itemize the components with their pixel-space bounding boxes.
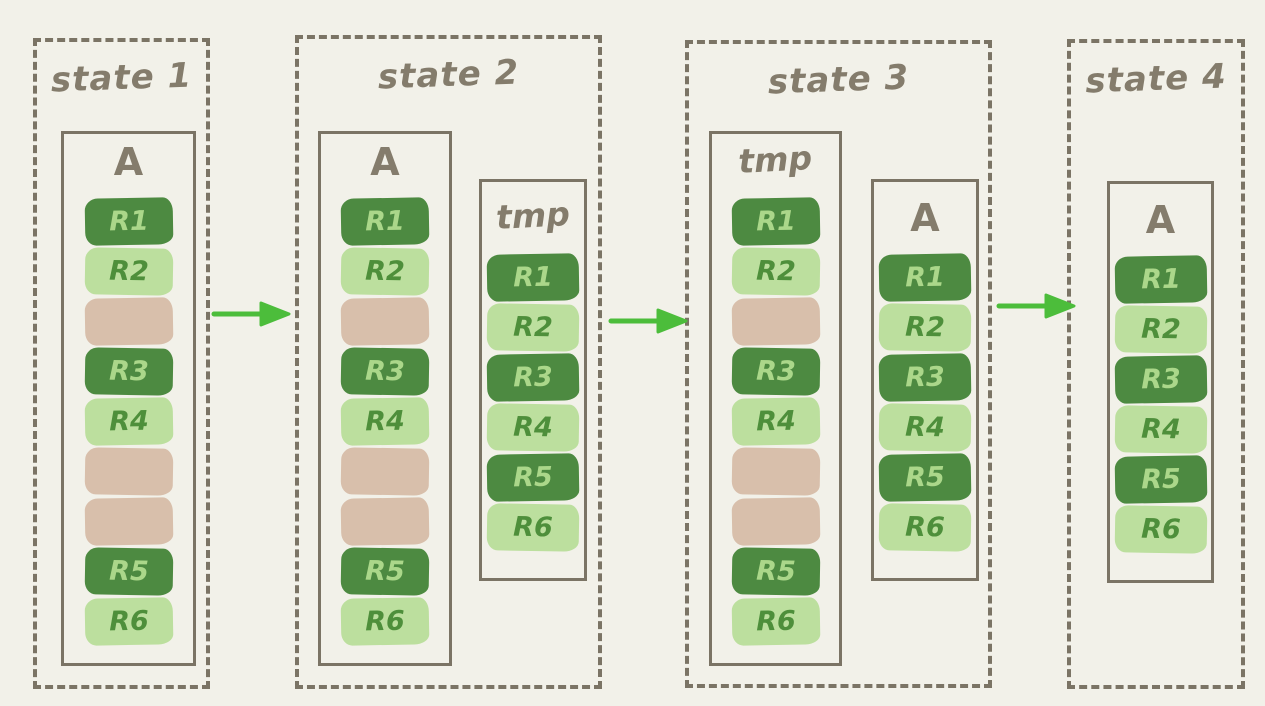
block-r1: R1: [84, 197, 173, 246]
block-free: [84, 447, 173, 496]
block-r1: R1: [340, 197, 430, 246]
arrow-right-icon: [608, 308, 688, 334]
block-r4: R4: [878, 403, 972, 452]
block-r3: R3: [84, 347, 173, 396]
state-title: state 4: [1084, 56, 1228, 102]
block-r6: R6: [731, 597, 820, 646]
block-r2: R2: [878, 303, 972, 352]
block-r2: R2: [84, 247, 173, 296]
block-r2: R2: [1114, 305, 1207, 354]
block-r4: R4: [84, 397, 173, 446]
block-r6: R6: [878, 503, 972, 552]
block-free: [84, 297, 173, 346]
block-r5: R5: [486, 453, 580, 502]
block-free: [340, 447, 430, 496]
arrow-right-icon: [211, 301, 291, 327]
block-free: [340, 297, 430, 346]
state-title: state 1: [50, 55, 193, 101]
block-r4: R4: [731, 397, 820, 446]
region-label: A: [370, 140, 400, 184]
block-r5: R5: [731, 547, 820, 596]
block-r5: R5: [878, 453, 972, 502]
block-r3: R3: [486, 353, 580, 402]
arrow-right-icon: [996, 293, 1076, 319]
block-free: [340, 497, 430, 546]
block-r5: R5: [84, 547, 173, 596]
block-r6: R6: [340, 597, 430, 646]
region-label: A: [113, 140, 144, 184]
block-r4: R4: [340, 397, 430, 446]
block-free: [731, 297, 820, 346]
block-free: [84, 497, 173, 546]
block-r4: R4: [486, 403, 580, 452]
block-r1: R1: [486, 253, 580, 302]
block-r3: R3: [878, 353, 972, 402]
region-label: tmp: [737, 138, 814, 181]
state-title: state 2: [377, 52, 520, 98]
state-title: state 3: [767, 57, 910, 103]
block-r3: R3: [340, 347, 430, 396]
block-r2: R2: [340, 247, 430, 296]
region-label: A: [1145, 198, 1176, 242]
block-r5: R5: [340, 547, 430, 596]
block-r1: R1: [878, 253, 972, 302]
block-r3: R3: [1114, 355, 1207, 404]
block-r1: R1: [1114, 255, 1207, 304]
block-free: [731, 497, 820, 546]
block-free: [731, 447, 820, 496]
block-r6: R6: [1114, 505, 1207, 554]
block-r1: R1: [731, 197, 820, 246]
block-r2: R2: [731, 247, 820, 296]
region-label: tmp: [494, 194, 571, 237]
block-r3: R3: [731, 347, 820, 396]
block-r6: R6: [486, 503, 580, 552]
block-r5: R5: [1114, 455, 1207, 504]
block-r4: R4: [1114, 405, 1207, 454]
block-r6: R6: [84, 597, 173, 646]
region-label: A: [910, 196, 940, 240]
block-r2: R2: [486, 303, 580, 352]
